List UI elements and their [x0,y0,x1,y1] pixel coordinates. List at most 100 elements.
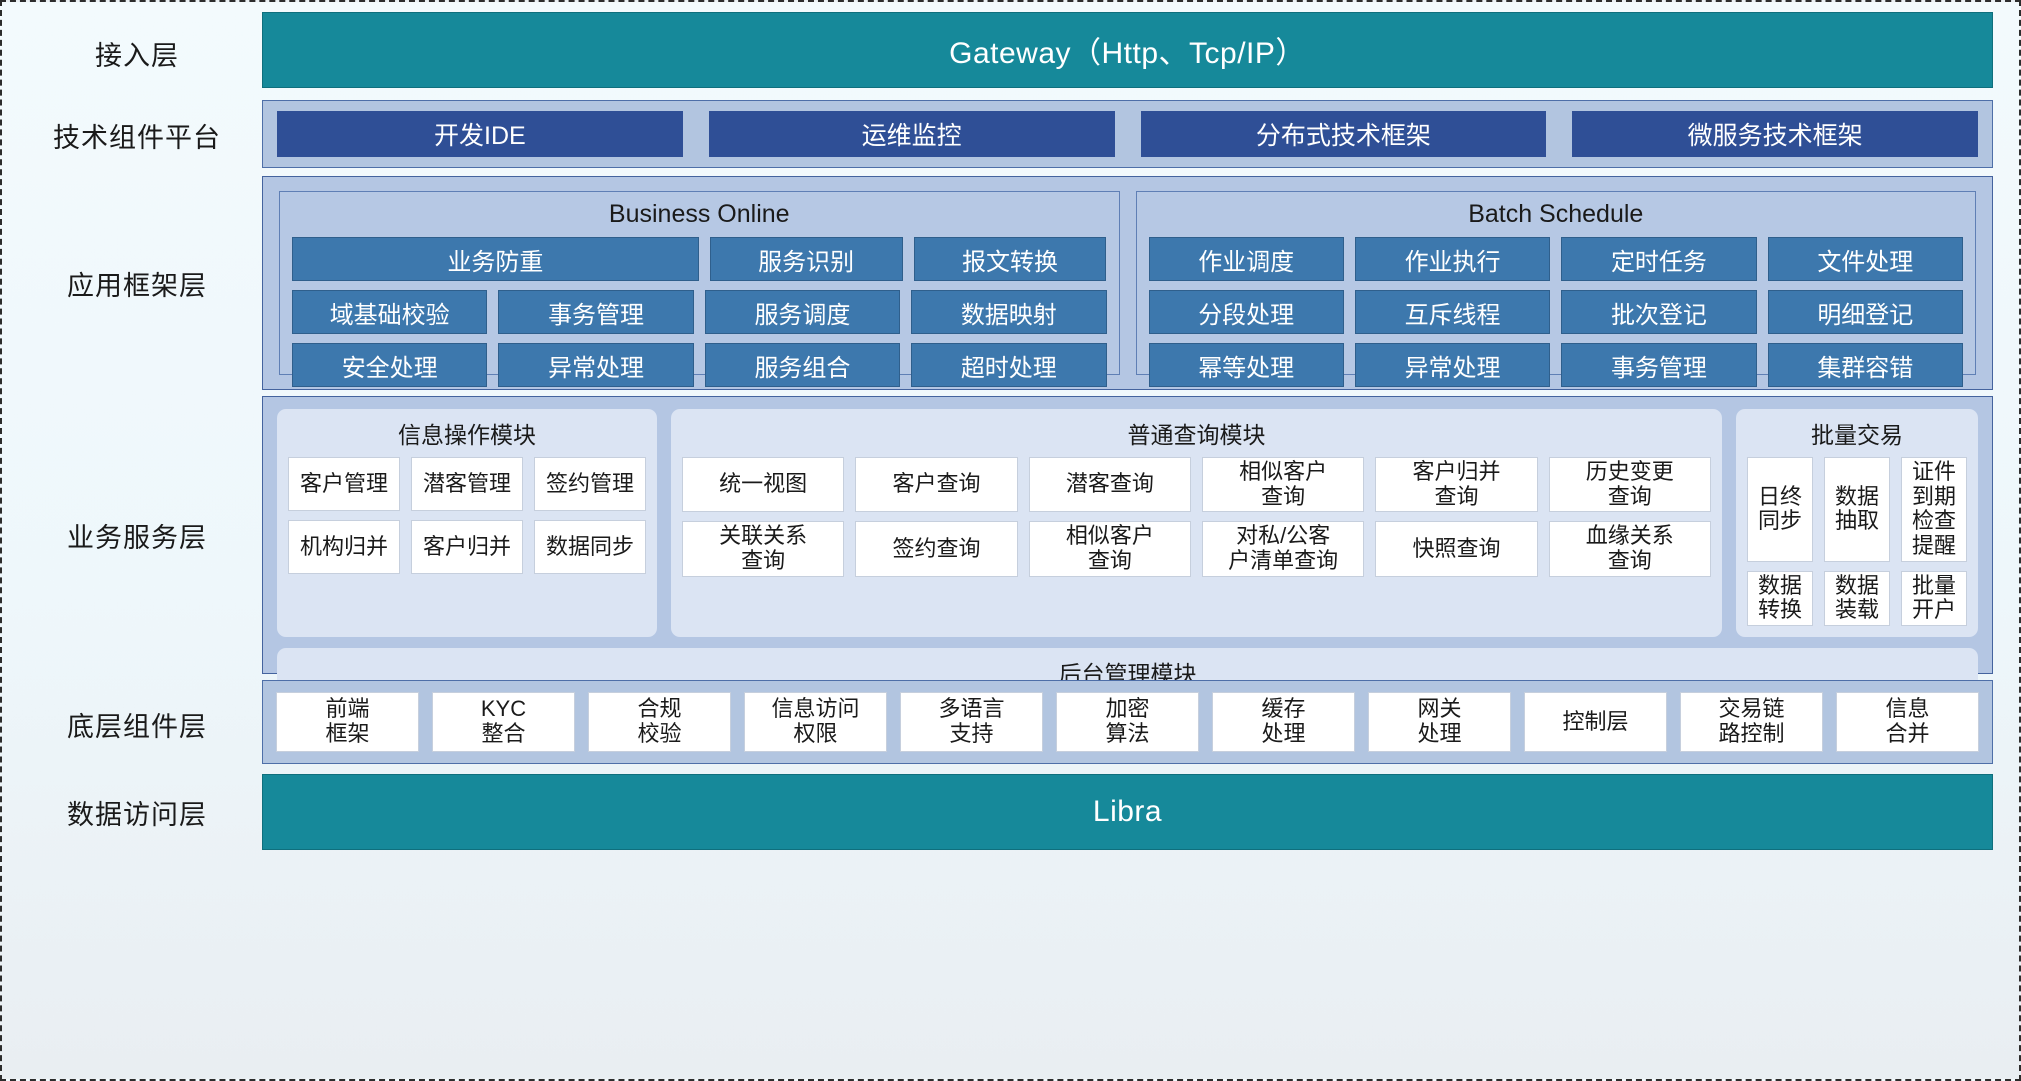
app-cell[interactable]: 业务防重 [292,237,699,281]
app-cell[interactable]: 安全处理 [292,343,488,387]
card-title: 信息操作模块 [398,422,536,448]
business-service-band: 信息操作模块 客户管理 潜客管理 签约管理 机构归并 客户归并 数据同步 [262,396,1993,762]
biz-cell[interactable]: 数据 装载 [1824,570,1890,626]
app-cell[interactable]: 文件处理 [1767,237,1963,281]
lane-body-data: Libra [262,774,1993,850]
component-band: 前端 框架 KYC 整合 合规 校验 信息访问 权限 多语言 支持 加密 算法 … [262,680,1993,764]
app-framework-band: Business Online 业务防重 服务识别 报文转换 域基础校验 事务管… [262,176,1993,390]
component-cell[interactable]: 缓存 处理 [1212,692,1355,752]
card-title: 批量交易 [1811,422,1903,448]
component-cell[interactable]: KYC 整合 [432,692,575,752]
lane-body-biz: 信息操作模块 客户管理 潜客管理 签约管理 机构归并 客户归并 数据同步 [262,396,1993,762]
row-tech-platform: 技术组件平台 开发IDE 运维监控 分布式技术框架 微服务技术框架 [12,100,1993,170]
tech-chip[interactable]: 微服务技术框架 [1572,111,1978,157]
tech-chip[interactable]: 分布式技术框架 [1140,111,1547,157]
lane-body-component: 前端 框架 KYC 整合 合规 校验 信息访问 权限 多语言 支持 加密 算法 … [262,680,1993,768]
group-title: Business Online [608,200,790,228]
card-grid: 统一视图 客户查询 潜客查询 相似客户 查询 客户归并 查询 历史变更 查询 关… [682,457,1711,577]
app-cell[interactable]: 异常处理 [1354,343,1551,387]
biz-cell[interactable]: 客户查询 [855,457,1018,513]
card-line: 客户管理 潜客管理 签约管理 [288,457,646,511]
biz-cell[interactable]: 相似客户 查询 [1028,521,1191,577]
biz-cell[interactable]: 证件到期 检查提醒 [1901,457,1967,562]
business-cards-row: 信息操作模块 客户管理 潜客管理 签约管理 机构归并 客户归并 数据同步 [277,409,1978,637]
biz-cell[interactable]: 数据同步 [534,520,646,574]
biz-cell[interactable]: 日终 同步 [1747,457,1813,562]
row-app-framework: 应用框架层 Business Online 业务防重 服务识别 报文转换 域基础… [12,176,1993,390]
biz-cell[interactable]: 血缘关系 查询 [1548,521,1711,577]
app-cell[interactable]: 分段处理 [1148,290,1344,334]
app-cell[interactable]: 互斥线程 [1354,290,1551,334]
app-cell[interactable]: 超时处理 [911,343,1107,387]
app-cell[interactable]: 数据映射 [911,290,1107,334]
app-cell[interactable]: 定时任务 [1561,237,1757,281]
lane-body-tech: 开发IDE 运维监控 分布式技术框架 微服务技术框架 [262,100,1993,170]
app-cell[interactable]: 集群容错 [1767,343,1963,387]
group-title: Batch Schedule [1468,200,1644,228]
lane-label-app: 应用框架层 [67,270,207,301]
biz-cell[interactable]: 统一视图 [682,457,845,513]
card-common-query: 普通查询模块 统一视图 客户查询 潜客查询 相似客户 查询 客户归并 查询 历史… [671,409,1722,637]
biz-cell[interactable]: 数据 转换 [1747,570,1813,626]
biz-cell[interactable]: 签约管理 [534,457,646,511]
card-title: 普通查询模块 [1127,422,1266,448]
biz-cell[interactable]: 客户归并 查询 [1375,457,1538,513]
biz-cell[interactable]: 对私/公客 户清单查询 [1201,521,1365,577]
component-cell[interactable]: 加密 算法 [1056,692,1199,752]
biz-cell[interactable]: 批量 开户 [1901,570,1967,626]
biz-cell[interactable]: 关联关系 查询 [682,521,845,577]
component-cell[interactable]: 信息 合并 [1836,692,1979,752]
component-cell[interactable]: 控制层 [1524,692,1667,752]
app-cell[interactable]: 批次登记 [1561,290,1757,334]
app-cell[interactable]: 报文转换 [913,237,1107,281]
group-batch-schedule: Batch Schedule 作业调度 作业执行 定时任务 文件处理 分段处理 … [1135,191,1976,387]
biz-cell[interactable]: 客户管理 [288,457,400,511]
biz-cell[interactable]: 潜客查询 [1028,457,1191,513]
card-line: 数据 转换 数据 装载 批量 开户 [1747,570,1967,626]
app-cell[interactable]: 幂等处理 [1148,343,1344,387]
lane-label-data: 数据访问层 [67,799,207,830]
gateway-bar[interactable]: Gateway（Http、Tcp/IP） [262,12,1993,88]
card-line: 关联关系 查询 签约查询 相似客户 查询 对私/公客 户清单查询 快照查询 血缘… [682,521,1711,577]
libra-bar[interactable]: Libra [262,774,1993,850]
grid-line: 分段处理 互斥线程 批次登记 明细登记 [1148,290,1963,334]
biz-cell[interactable]: 机构归并 [288,520,400,574]
app-cell[interactable]: 异常处理 [498,343,694,387]
app-cell[interactable]: 作业执行 [1354,237,1551,281]
biz-cell[interactable]: 签约查询 [855,521,1018,577]
grid-line: 域基础校验 事务管理 服务调度 数据映射 [292,290,1107,334]
component-cell[interactable]: 交易链 路控制 [1680,692,1823,752]
app-cell[interactable]: 事务管理 [1561,343,1757,387]
lane-label-biz: 业务服务层 [67,522,207,553]
component-cell[interactable]: 多语言 支持 [900,692,1043,752]
component-cell[interactable]: 合规 校验 [588,692,731,752]
tech-chip[interactable]: 开发IDE [277,111,683,157]
card-line: 日终 同步 数据 抽取 证件到期 检查提醒 [1747,457,1967,562]
grid-line: 作业调度 作业执行 定时任务 文件处理 [1148,237,1963,281]
biz-cell[interactable]: 快照查询 [1375,521,1538,577]
component-cell[interactable]: 网关 处理 [1368,692,1511,752]
app-cell[interactable]: 服务调度 [704,290,901,334]
app-cell[interactable]: 作业调度 [1148,237,1344,281]
biz-cell[interactable]: 历史变更 查询 [1548,457,1711,513]
biz-cell[interactable]: 客户归并 [411,520,523,574]
app-cell[interactable]: 域基础校验 [292,290,488,334]
row-component-layer: 底层组件层 前端 框架 KYC 整合 合规 校验 信息访问 权限 多语言 支持 … [12,680,1993,768]
grid-line: 业务防重 服务识别 报文转换 [292,237,1107,281]
tech-chip[interactable]: 运维监控 [708,111,1115,157]
biz-cell[interactable]: 数据 抽取 [1824,457,1890,562]
component-cell[interactable]: 信息访问 权限 [744,692,887,752]
lane-label-component: 底层组件层 [67,711,207,742]
app-cell[interactable]: 服务识别 [709,237,903,281]
app-cell[interactable]: 服务组合 [704,343,901,387]
card-line: 机构归并 客户归并 数据同步 [288,520,646,574]
lane-body-access: Gateway（Http、Tcp/IP） [262,12,1993,94]
app-cell[interactable]: 明细登记 [1767,290,1963,334]
lane-label-access: 接入层 [95,40,179,71]
app-cell[interactable]: 事务管理 [498,290,694,334]
component-cell[interactable]: 前端 框架 [276,692,419,752]
lane-body-app: Business Online 业务防重 服务识别 报文转换 域基础校验 事务管… [262,176,1993,390]
biz-cell[interactable]: 潜客管理 [411,457,523,511]
biz-cell[interactable]: 相似客户 查询 [1201,457,1365,513]
